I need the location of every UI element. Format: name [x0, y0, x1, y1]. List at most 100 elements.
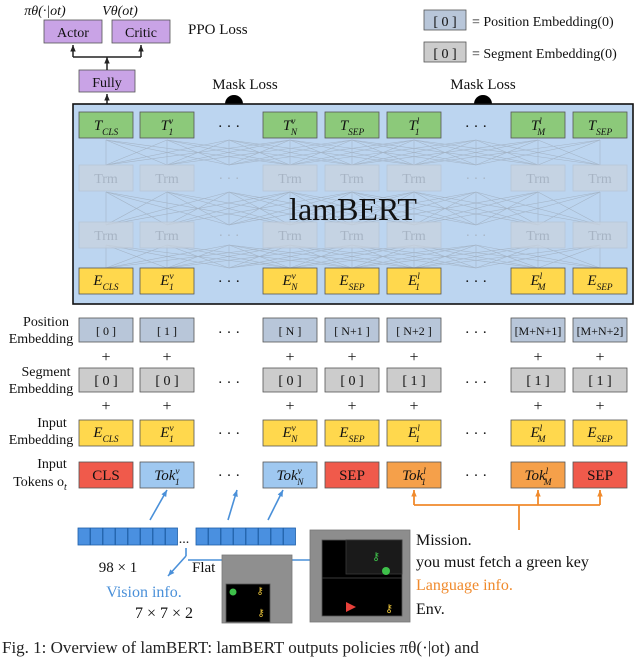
input-token-box [572, 461, 628, 489]
position-box [324, 317, 380, 343]
plus-sign: + [162, 398, 171, 415]
legend-pos-text: = Position Embedding(0) [472, 15, 614, 30]
env-key-icon: ⚷ [372, 551, 380, 563]
attention-line [166, 244, 353, 269]
policy-label: πθ(·|ot) [24, 4, 66, 19]
trm-label: Trm [278, 229, 302, 244]
row-label-input-tok-2: Tokens ot [13, 475, 67, 493]
trm-box [386, 221, 442, 249]
attention-line [166, 139, 291, 166]
input-token-box [510, 461, 566, 489]
row-label-input-emb-1: Input [37, 416, 67, 431]
cls-to-fully-arrow-head [104, 94, 110, 101]
attention-line [413, 139, 601, 166]
flat-cell [283, 527, 296, 546]
mask-loss-label-2: Mask Loss [450, 77, 516, 93]
attention-line [413, 191, 539, 226]
bert-embed-box [262, 267, 318, 295]
env-label: Env. [416, 601, 445, 618]
segment-label: [ 1 ] [588, 374, 611, 389]
row-label-input-tok-1: Input [37, 457, 67, 472]
trm-box [139, 221, 195, 249]
bert-embed-box [324, 267, 380, 295]
position-box [139, 317, 195, 343]
bert-embed-box [510, 267, 566, 295]
bert-embed-box [572, 267, 628, 295]
env-room [345, 539, 403, 575]
input-token-label: SEP [339, 468, 365, 484]
flat-cell [165, 527, 178, 546]
input-token-ellipsis: · · · [465, 468, 488, 484]
output-token-label: TSEP [588, 118, 613, 138]
trm-box [510, 221, 566, 249]
vision-arrow-2-head [232, 490, 238, 497]
attention-line [351, 244, 477, 269]
language-arrow-2-head [535, 490, 541, 497]
trm-label: Trm [340, 172, 364, 187]
attention-line [289, 191, 415, 226]
critic-label: Critic [125, 26, 157, 41]
legend-seg-box-label: [ 0 ] [433, 47, 456, 62]
trm-ellipsis: · · · [466, 229, 487, 244]
figure-caption: Fig. 1: Overview of lamBERT: lamBERT out… [2, 638, 479, 657]
attention-line [413, 139, 539, 166]
flat-cell [140, 527, 153, 546]
input-embed-box [572, 419, 628, 447]
trm-label: Trm [94, 172, 118, 187]
segment-box [324, 367, 380, 393]
input-token-box [324, 461, 380, 489]
bert-embed-box [386, 267, 442, 295]
bert-embed-label: ESEP [338, 273, 364, 293]
vision-info-label: Vision info. [106, 584, 181, 601]
critic-box [111, 19, 171, 44]
attention-line [228, 191, 353, 226]
trm-label: Trm [526, 172, 550, 187]
row-label-position-1: Position [23, 315, 69, 330]
input-embed-box [262, 419, 318, 447]
input-embed-box [78, 419, 134, 447]
attention-line [289, 244, 415, 269]
attention-line [105, 139, 168, 166]
position-box [386, 317, 442, 343]
mask-loss-label-1: Mask Loss [212, 77, 278, 93]
attention-line [289, 139, 477, 166]
output-token-box [262, 111, 318, 139]
flat-cell [220, 527, 234, 546]
trm-label: Trm [588, 172, 612, 187]
position-ellipsis: · · · [218, 325, 241, 341]
plus-sign: + [101, 349, 110, 366]
segment-label: [ 0 ] [155, 374, 178, 389]
attention-line [105, 244, 230, 269]
input-token-ellipsis: · · · [218, 468, 241, 484]
env-green-ball [382, 567, 390, 575]
input-token-box [386, 461, 442, 489]
output-ellipsis: · · · [465, 119, 488, 135]
plus-sign: + [533, 398, 542, 415]
trm-box [572, 221, 628, 249]
attention-line [351, 244, 539, 269]
segment-box [139, 367, 195, 393]
input-embed-label: ESEP [338, 425, 364, 445]
trm-label: Trm [340, 229, 364, 244]
trm-label: Trm [155, 229, 179, 244]
segment-box [510, 367, 566, 393]
plus-sign: + [533, 349, 542, 366]
output-token-box [78, 111, 134, 139]
plus-sign: + [409, 398, 418, 415]
attention-line [537, 191, 601, 226]
vision-arrow-3-head [277, 490, 283, 497]
flat-cell [102, 527, 116, 546]
plus-sign: + [285, 349, 294, 366]
output-token-box [572, 111, 628, 139]
output-token-box [139, 111, 195, 139]
trm-box [78, 164, 134, 192]
trm-label: Trm [94, 229, 118, 244]
segment-box [572, 367, 628, 393]
bert-embed-label: ESEP [586, 273, 612, 293]
